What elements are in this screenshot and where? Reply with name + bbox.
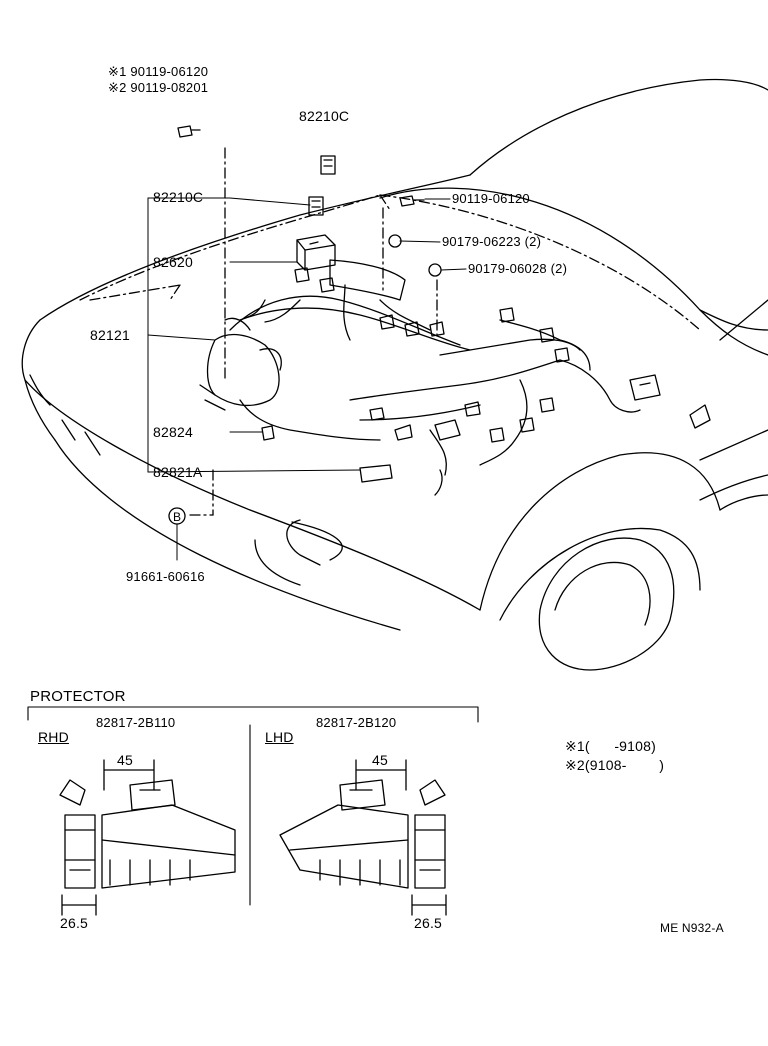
wire-harness <box>199 259 661 496</box>
leader-lines <box>147 197 467 561</box>
dim-45-rhd: 45 <box>117 752 133 768</box>
part-82210c-top: 82210C <box>299 108 350 124</box>
part-90179-06223: 90179-06223 (2) <box>442 234 542 249</box>
part-90119-06120: 90119-06120 <box>452 191 530 206</box>
protector-rhd-part: 82817-2B110 <box>96 715 176 730</box>
lhd-label: LHD <box>265 729 294 745</box>
hood-dash-lines <box>79 147 701 516</box>
dim-26-5-rhd: 26.5 <box>60 915 89 931</box>
ref-b-label: B <box>173 510 182 524</box>
part-82210c-left: 82210C <box>153 189 204 205</box>
part-90179-06028: 90179-06028 (2) <box>468 261 568 276</box>
part-82121: 82121 <box>90 327 130 343</box>
protector-lhd-sketch <box>279 759 447 916</box>
diagram-code: ME N932-A <box>660 921 724 935</box>
note-2-label: ※2 90119-08201 <box>108 80 209 95</box>
part-82620: 82620 <box>153 254 193 270</box>
rhd-label: RHD <box>38 729 69 745</box>
car-body-outline <box>21 78 768 671</box>
legend-line-2: ※2(9108- ) <box>565 757 665 773</box>
dim-26-5-lhd: 26.5 <box>414 915 443 931</box>
bolts <box>177 125 442 483</box>
protector-lhd-part: 82817-2B120 <box>316 715 397 730</box>
note-1-label: ※1 90119-06120 <box>108 64 209 79</box>
part-91661-60616: 91661-60616 <box>126 569 205 584</box>
relay-block-82620 <box>296 234 336 271</box>
dim-45-lhd: 45 <box>372 752 388 768</box>
part-82824: 82824 <box>153 424 193 440</box>
connector-82210c <box>308 155 336 216</box>
protector-title: PROTECTOR <box>30 688 126 705</box>
ref-b-circle <box>168 507 186 525</box>
protector-rhd-sketch <box>59 759 236 916</box>
protector-bracket-lines <box>27 706 479 906</box>
part-82821a: 82821A <box>153 464 203 480</box>
legend-line-1: ※1( -9108) <box>565 738 656 754</box>
